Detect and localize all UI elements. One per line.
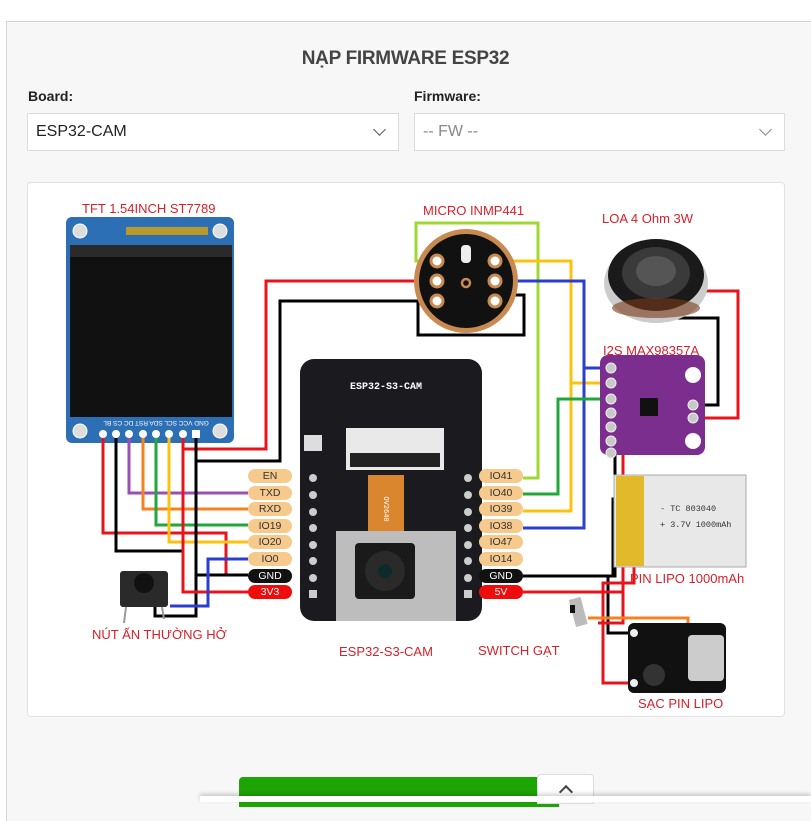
amp-chip: [640, 398, 658, 416]
mount-hole: [72, 223, 88, 239]
left-pin-io0: IO0: [248, 552, 292, 566]
page-title: NẠP FIRMWARE ESP32: [301, 48, 510, 69]
wiring-diagram: GND VCC SCL SDA RST DC CS BL: [27, 182, 785, 717]
label-battery: PIN LIPO 1000mAh: [630, 571, 745, 586]
wire-bl-red: [101, 438, 248, 577]
tft-pin-labels: GND VCC SCL SDA RST DC CS BL: [103, 419, 209, 426]
board-select[interactable]: ESP32-CAM: [27, 113, 399, 151]
board-label: Board:: [28, 88, 74, 104]
wire-io0-blue: [170, 557, 248, 608]
label-switch: SWITCH GẠT: [478, 643, 560, 658]
right-pin-io14: IO14: [479, 552, 523, 566]
battery-spec: + 3.7V 1000mAh: [660, 520, 732, 530]
left-pin-gnd: GND: [248, 568, 292, 583]
wire-scl-yellow: [167, 438, 248, 544]
wire-charger-bminus: [606, 574, 628, 635]
slide-switch: [568, 596, 588, 628]
board-silkscreen-name: ESP32-S3-CAM: [350, 382, 422, 393]
speaker: [604, 239, 708, 323]
label-charger: SẠC PIN LIPO: [638, 696, 724, 711]
board-select-value: ESP32-CAM: [36, 123, 127, 140]
microphone-module: [414, 229, 518, 333]
wiring-svg: GND VCC SCL SDA RST DC CS BL: [66, 217, 747, 693]
bottom-bar: [200, 796, 811, 802]
label-speaker: LOA 4 Ohm 3W: [602, 211, 694, 226]
battery-label-text: - TC 803040 + 3.7V 1000mAh: [660, 501, 731, 533]
camera-silkscreen: OV2640: [381, 496, 389, 521]
label-board: ESP32-S3-CAM: [339, 644, 433, 659]
wire-cs-black: [114, 438, 185, 575]
wire-sda-green: [154, 438, 248, 527]
left-pin-en: EN: [248, 469, 292, 483]
wire-switch-red: [598, 592, 625, 625]
label-tft: TFT 1.54INCH ST7789: [82, 201, 216, 216]
lipo-battery: [613, 474, 747, 568]
left-pin-rxd: RXD: [248, 502, 292, 517]
right-pin-5v: 5V: [479, 585, 523, 600]
right-pin-io40: IO40: [479, 485, 523, 500]
battery-model: - TC 803040: [660, 504, 717, 514]
left-pin-io20: IO20: [248, 535, 292, 550]
wire-din-green: [523, 397, 608, 496]
right-pin-io41: IO41: [479, 469, 523, 483]
wire-vcc-red: [181, 279, 438, 451]
push-button: [120, 571, 168, 624]
right-pin-io39: IO39: [479, 502, 523, 517]
firmware-select[interactable]: -- FW --: [414, 113, 785, 151]
mount-hole: [72, 423, 88, 439]
wire-speaker-plus: [678, 289, 740, 420]
firmware-label: Firmware:: [414, 88, 481, 104]
label-button: NÚT ẤN THƯỜNG HỞ: [92, 627, 227, 642]
mic-led: [461, 245, 471, 263]
tft-screen: [70, 245, 232, 417]
wires: [101, 221, 740, 685]
flash-button[interactable]: [239, 777, 559, 807]
usb-c-port: [688, 635, 724, 681]
chevron-down-icon: [759, 123, 772, 136]
wire-dc-purple: [127, 438, 248, 495]
firmware-select-value: -- FW --: [423, 123, 479, 140]
wire-speaker-minus: [673, 316, 720, 407]
wire-3v3-red: [181, 449, 248, 594]
wire-charger-bplus: [601, 553, 636, 685]
tft-pin-headers: [99, 430, 200, 438]
right-pin-io47: IO47: [479, 535, 523, 550]
label-amp: I2S MAX98357A: [603, 343, 700, 358]
tft-display-module: GND VCC SCL SDA RST DC CS BL: [66, 217, 234, 443]
wire-ws-blue: [498, 279, 586, 530]
label-mic: MICRO INMP441: [423, 203, 525, 218]
left-pin-3v3: 3V3: [248, 585, 292, 600]
esp32-board: ESP32-S3-CAM OV2640: [300, 359, 482, 621]
left-pin-io19: IO19: [248, 518, 292, 533]
wire-sck-yellow: [498, 259, 573, 513]
mount-hole: [212, 423, 228, 439]
right-pin-io38: IO38: [479, 518, 523, 533]
amp-module: [600, 355, 705, 459]
right-pin-gnd: GND: [479, 568, 523, 583]
chevron-down-icon: [373, 123, 386, 136]
flex-connector: [126, 227, 208, 235]
wire-button-gnd: [153, 453, 198, 618]
wire-rst-orange: [141, 438, 248, 511]
charger-module: [628, 623, 726, 693]
mount-hole: [212, 223, 228, 239]
left-pin-txd: TXD: [248, 485, 292, 500]
